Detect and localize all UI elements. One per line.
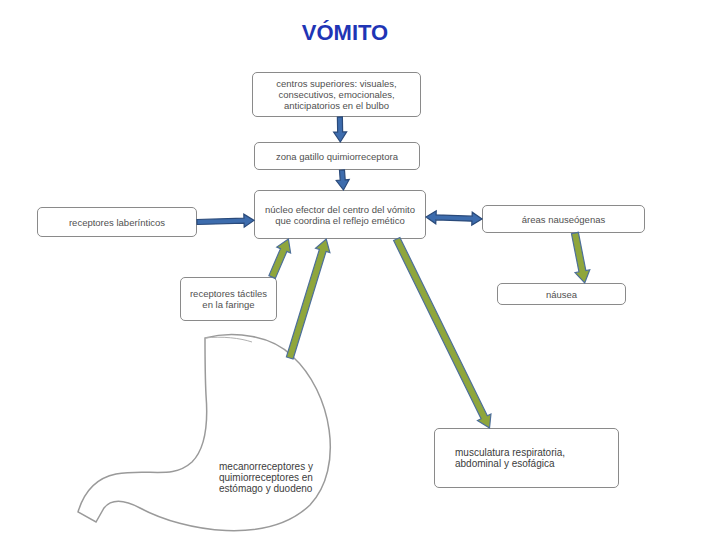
connector-arrow: [197, 214, 254, 227]
node-text: centros superiores: visuales, consecutiv…: [258, 78, 415, 111]
process-box: musculatura respiratoria, abdominal y es…: [434, 428, 619, 488]
diagram-title: VÓMITO: [0, 20, 690, 46]
process-box: núcleo efector del centro del vómito que…: [254, 190, 426, 239]
process-box: receptores laberínticos: [37, 207, 197, 237]
process-box: zona gatillo quimiorreceptora: [254, 142, 420, 170]
connector-arrow: [336, 170, 349, 190]
connector-arrow: [269, 239, 291, 278]
node-text: receptores laberínticos: [69, 217, 165, 228]
node-text: núcleo efector del centro del vómito que…: [260, 204, 420, 226]
process-box: áreas nauseógenas: [482, 205, 645, 233]
illustration-label: mecanorreceptores y quimiorreceptores en…: [215, 358, 330, 498]
connector-arrow: [426, 211, 482, 225]
process-box: náusea: [497, 283, 626, 305]
node-text: receptores táctiles en la faringe: [186, 288, 271, 310]
node-text: zona gatillo quimiorreceptora: [276, 151, 398, 162]
connector-arrow: [394, 237, 491, 428]
connector-arrow: [334, 117, 347, 142]
connector-arrow: [286, 239, 329, 359]
node-text: musculatura respiratoria, abdominal y es…: [455, 447, 613, 469]
node-text: mecanorreceptores y quimiorreceptores en…: [219, 461, 330, 494]
stomach-outline: [78, 335, 330, 531]
node-text: áreas nauseógenas: [522, 214, 605, 225]
node-text: náusea: [546, 289, 577, 300]
process-box: centros superiores: visuales, consecutiv…: [252, 72, 421, 117]
connector-arrow: [571, 232, 589, 283]
process-box: receptores táctiles en la faringe: [180, 277, 277, 321]
stomach-fold: [205, 337, 252, 342]
